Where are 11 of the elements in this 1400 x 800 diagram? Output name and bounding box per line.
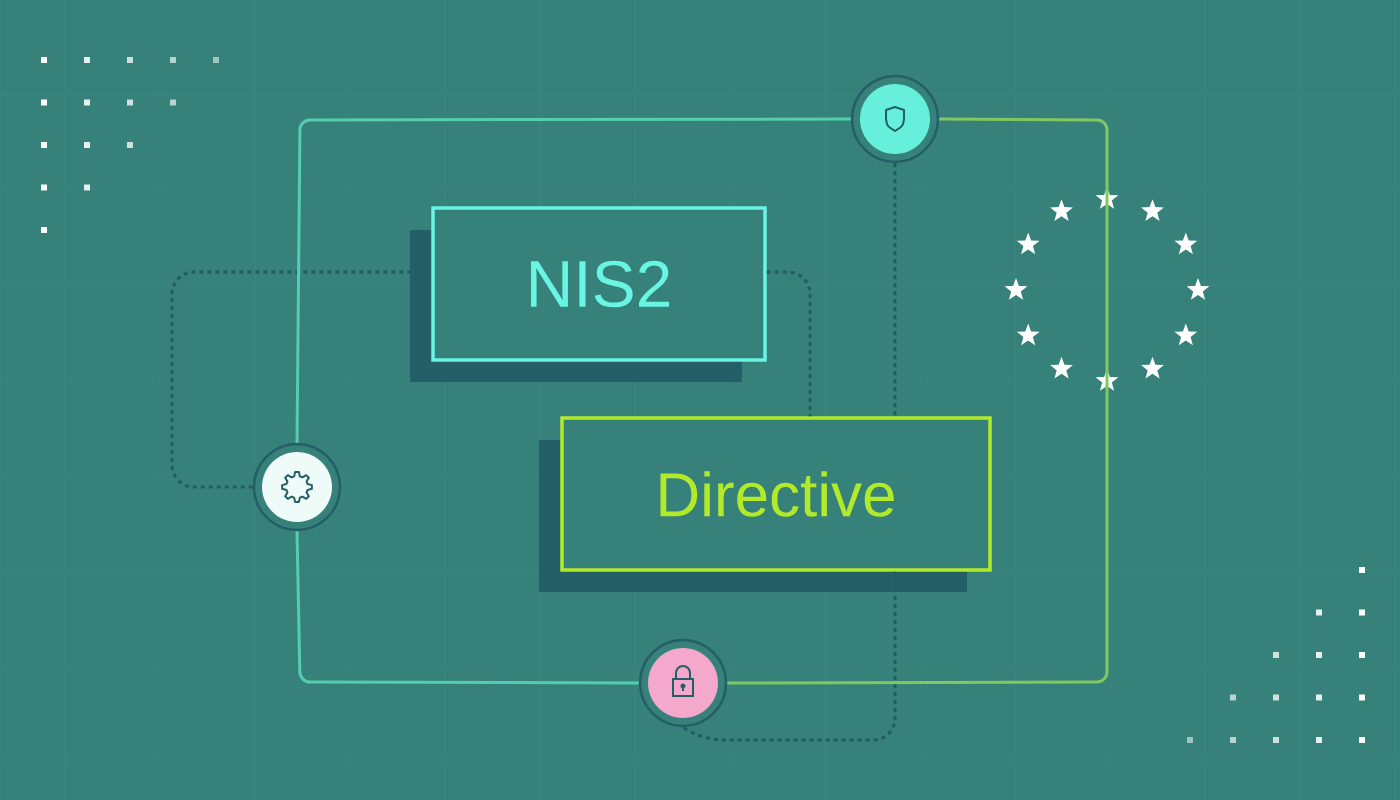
title-box: NIS2	[431, 206, 767, 362]
connector-line	[727, 117, 1109, 685]
title-box: Directive	[560, 416, 992, 572]
connector-line	[295, 531, 639, 685]
connector-line	[680, 571, 897, 742]
icon-circle	[638, 638, 728, 728]
connector-line	[766, 270, 812, 417]
icon-circle	[850, 74, 940, 164]
connector-line	[295, 117, 851, 443]
icon-circle	[252, 442, 342, 532]
connector-line	[893, 163, 897, 417]
